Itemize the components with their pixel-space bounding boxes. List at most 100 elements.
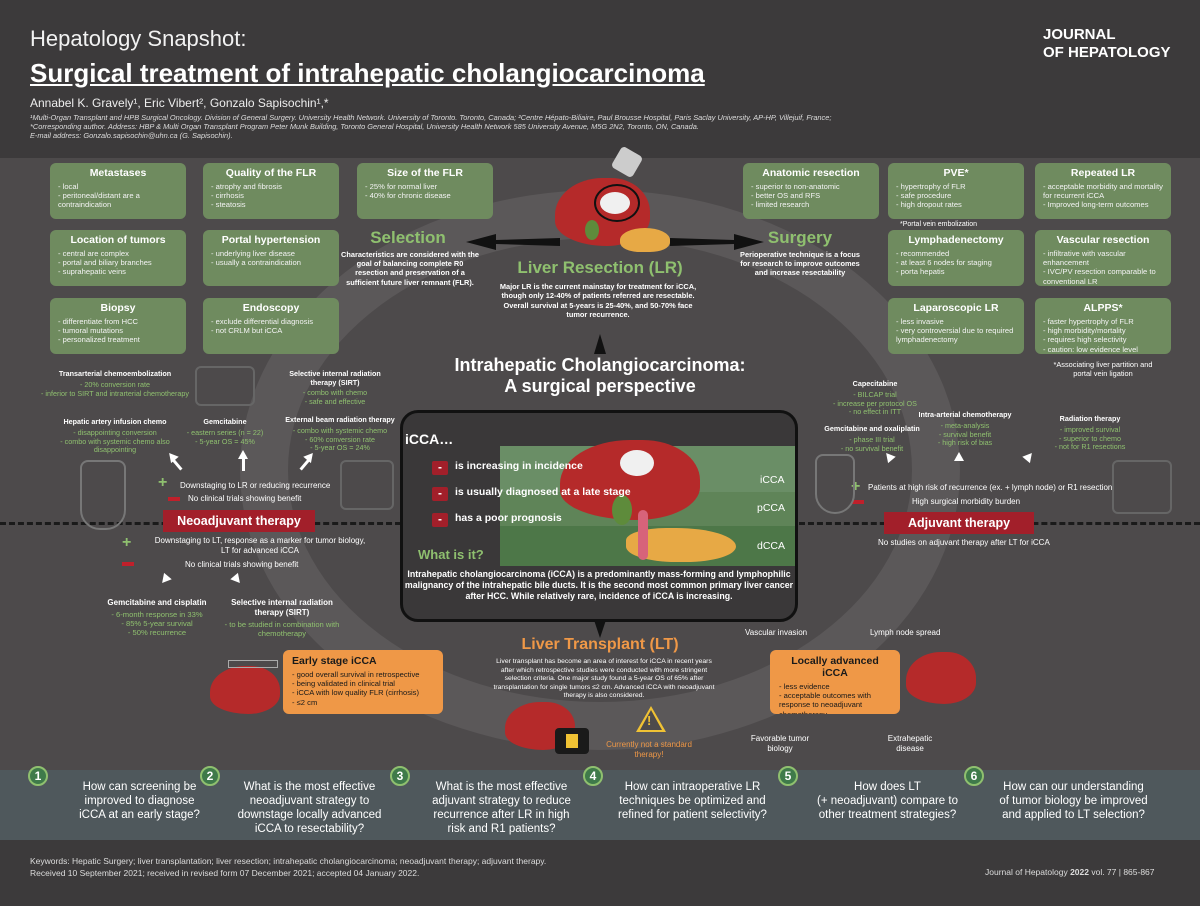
bullet-1-marker: - — [432, 461, 448, 475]
box-location-tumors: Location of tumors central are complexpo… — [50, 230, 186, 286]
liver-advanced — [906, 652, 976, 704]
iv-bag-icon-adj — [815, 454, 855, 514]
arrow-gem — [238, 450, 248, 459]
received-dates: Received 10 September 2021; received in … — [30, 868, 420, 878]
favorable-biology: Favorable tumor biology — [750, 734, 810, 753]
lr-arrows — [466, 234, 764, 250]
affiliations: ¹Multi-Organ Transplant and HPB Surgical… — [30, 113, 900, 140]
gallbladder-center — [612, 495, 632, 525]
arrow-to-surgery — [670, 234, 764, 250]
question-number-1: 1 — [28, 766, 48, 786]
box-anatomic-resection: Anatomic resection superior to non-anato… — [743, 163, 879, 219]
journal-logo: JOURNAL OF HEPATOLOGY — [1043, 26, 1171, 61]
surgery-title: Surgery — [767, 228, 833, 247]
arrow-gem-stem — [242, 459, 245, 471]
label-dcca: dCCA — [757, 540, 786, 552]
gemcitabine-details: - eastern series (n = 22) - 5-year OS = … — [186, 428, 264, 446]
ebrt-details: - combo with systemic chemo - 60% conver… — [292, 426, 388, 453]
label-icca: iCCA — [760, 474, 785, 486]
radiation-machine-icon-2 — [340, 460, 394, 510]
selection-title: Selection — [370, 228, 446, 247]
minus-icon-adj — [852, 500, 864, 504]
box-size-flr: Size of the FLR 25% for normal liver40% … — [357, 163, 493, 219]
medical-cross-icon — [566, 734, 578, 748]
sirt-title: Selective internal radiation therapy (SI… — [289, 369, 381, 387]
lt-title: Liver Transplant (LT) — [521, 636, 679, 653]
affiliation-1: ¹Multi-Organ Transplant and HPB Surgical… — [30, 113, 832, 122]
not-standard-note: Currently not a standard therapy! — [606, 740, 692, 759]
selection-text: Characteristics are considered with the … — [340, 250, 479, 287]
box-lymphadenectomy: Lymphadenectomy recommendedat least 6 no… — [888, 230, 1024, 286]
minus-icon-lt — [122, 562, 134, 566]
ebrt-title: External beam radiation therapy — [285, 415, 395, 424]
capecitabine-title: Capecitabine — [852, 379, 898, 388]
gem-cis-details: - 6-month response in 33% - 85% 5-year s… — [111, 610, 203, 637]
question-number-5: 5 — [778, 766, 798, 786]
box-quality-flr: Quality of the FLR atrophy and fibrosisc… — [203, 163, 339, 219]
warning-icon-inner — [640, 710, 662, 730]
alpps-note: *Associating liver partition and portal … — [1053, 360, 1153, 378]
lt-text: Liver transplant has become an area of i… — [493, 658, 715, 700]
lymph-spread: Lymph node spread — [870, 628, 941, 637]
neoadjuvant-banner: Neoadjuvant therapy — [163, 510, 315, 532]
authors: Annabel K. Gravely¹, Eric Vibert², Gonza… — [30, 96, 329, 110]
icca-title: iCCA… — [405, 431, 454, 447]
bullet-1: is increasing in incidence — [455, 460, 583, 472]
page-title: Surgical treatment of intrahepatic chola… — [30, 58, 705, 88]
gem-ox-title: Gemcitabine and oxaliplatin — [824, 424, 920, 433]
radiation-details: - improved survival - superior to chemo … — [1054, 425, 1126, 452]
radiation-machine-icon — [195, 366, 255, 406]
question-number-2: 2 — [200, 766, 220, 786]
gem-ox-details: - phase III trial - no survival benefit — [840, 435, 904, 453]
box-vascular-resection: Vascular resection infiltrative with vas… — [1035, 230, 1171, 286]
neo-minus-text: No clinical trials showing benefit — [188, 494, 302, 503]
bile-duct — [638, 510, 648, 560]
intra-arterial-details: - meta-analysis - survival benefit - hig… — [937, 421, 993, 448]
adj-minus-text: High surgical morbidity burden — [912, 497, 1021, 506]
neo-lt-minus-text: No clinical trials showing benefit — [185, 560, 299, 569]
box-repeated-lr: Repeated LR acceptable morbidity and mor… — [1035, 163, 1171, 219]
plus-icon-lt: + — [122, 534, 132, 551]
question-number-3: 3 — [390, 766, 410, 786]
plus-icon: + — [158, 474, 168, 491]
question-number-6: 6 — [964, 766, 984, 786]
arrow-up-to-lr — [594, 334, 606, 354]
sirt-lt-details: - to be studied in combination with chem… — [224, 620, 340, 638]
intra-arterial-title: Intra-arterial chemotherapy — [918, 410, 1012, 419]
liver-early — [210, 666, 280, 714]
bullet-2: is usually diagnosed at a late stage — [455, 486, 631, 498]
caliper-icon — [228, 660, 278, 668]
vascular-invasion: Vascular invasion — [745, 628, 808, 637]
bullet-3-marker: - — [432, 513, 448, 527]
pve-note: *Portal vein embolization — [900, 221, 978, 228]
sirt-details: - combo with chemo - safe and effective — [302, 388, 368, 406]
header — [0, 0, 1200, 158]
surgery-text: Perioperative technique is a focus for r… — [740, 250, 860, 278]
question-number-4: 4 — [583, 766, 603, 786]
perspective-title: Intrahepatic Cholangiocarcinoma: A surgi… — [454, 355, 746, 396]
keywords: Keywords: Hepatic Surgery; liver transpl… — [30, 856, 547, 866]
iv-bag-icon — [80, 460, 126, 530]
tumor-circle — [594, 184, 640, 222]
box-endoscopy: Endoscopy exclude differential diagnosis… — [203, 298, 339, 354]
snapshot-label: Hepatology Snapshot: — [30, 26, 247, 51]
what-is-it-title: What is it? — [418, 547, 484, 562]
arrow-intra — [954, 452, 964, 461]
sirt-lt-title: Selective internal radiation therapy (SI… — [231, 598, 333, 617]
capecitabine-details: - BILCAP trial - increase per protocol O… — [833, 390, 917, 417]
neo-plus-text: Downstaging to LR or reducing recurrence — [180, 481, 331, 490]
lr-title: Liver Resection (LR) — [517, 258, 683, 277]
affiliation-2: *Corresponding author. Address: HBP & Mu… — [30, 122, 699, 131]
what-is-it-text: Intrahepatic cholangiocarcinoma (iCCA) i… — [404, 569, 794, 601]
box-early-stage: Early stage iCCA good overall survival i… — [283, 650, 443, 714]
plus-icon-adj: + — [851, 478, 861, 495]
arrow-down-to-lt — [594, 620, 606, 638]
bullet-3: has a poor prognosis — [455, 512, 562, 524]
footer — [0, 840, 1200, 906]
